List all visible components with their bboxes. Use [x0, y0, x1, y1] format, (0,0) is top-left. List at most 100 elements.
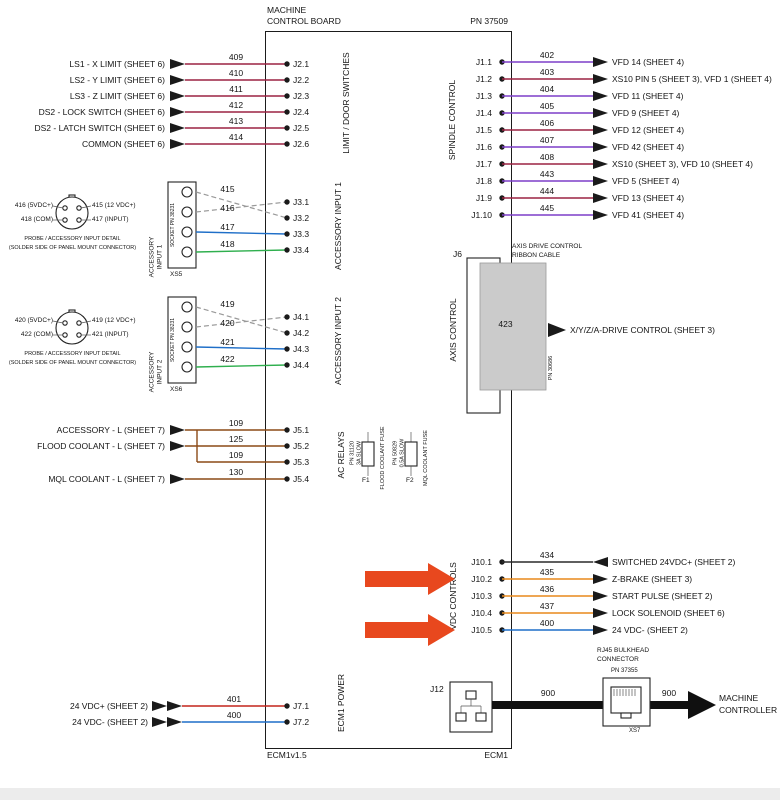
bulkhead-label-line2: CONNECTOR [597, 656, 639, 663]
pin-label: J4.2 [293, 328, 310, 338]
pin-label: J10.4 [471, 608, 492, 618]
wire-number: 400 [539, 618, 555, 628]
signal-label: COMMON (SHEET 6) [82, 139, 165, 149]
din-pin-label: 416 (5VDC+) [14, 202, 53, 209]
din-pin-label: 420 (5VDC+) [14, 317, 53, 324]
socket-block-2-icon [167, 296, 197, 384]
pin-label: J3.1 [293, 197, 310, 207]
dest-label: VFD 42 (SHEET 4) [612, 142, 685, 152]
signal-label: LS2 - Y LIMIT (SHEET 6) [69, 75, 165, 85]
board-title-line2: CONTROL BOARD [267, 16, 341, 26]
wire-number: 109 [228, 418, 244, 428]
dest-label: START PULSE (SHEET 2) [612, 591, 713, 601]
din-connector-1-icon [52, 194, 92, 230]
pin-label: J1.2 [475, 74, 492, 84]
signal-label: MQL COOLANT - L (SHEET 7) [48, 474, 165, 484]
pin-label: J10.5 [471, 625, 492, 635]
wire-number: 413 [228, 116, 244, 126]
signal-label: LS1 - X LIMIT (SHEET 6) [69, 59, 165, 69]
ribbon-note-line1: AXIS DRIVE CONTROL [512, 243, 583, 250]
pin-label: J1.8 [475, 176, 492, 186]
dest-label: VFD 5 (SHEET 4) [612, 176, 680, 186]
accessory1-wires [195, 191, 290, 253]
dest-label: VFD 9 (SHEET 4) [612, 108, 680, 118]
dest-label: 24 VDC- (SHEET 2) [612, 625, 688, 635]
signal-label: ACCESSORY - L (SHEET 7) [56, 425, 165, 435]
limit-wires [170, 59, 290, 149]
din-caption: PROBE / ACCESSORY INPUT DETAIL [24, 351, 121, 357]
signal-label: DS2 - LATCH SWITCH (SHEET 6) [34, 123, 165, 133]
wire-number: 414 [228, 132, 244, 142]
din-caption: (SOLDER SIDE OF PANEL MOUNT CONNECTOR) [8, 360, 137, 366]
pin-label: J1.7 [475, 159, 492, 169]
wire-number: 109 [228, 450, 244, 460]
signal-label: 24 VDC+ (SHEET 2) [69, 701, 148, 711]
pin-label: J5.2 [293, 441, 310, 451]
pin-label: J2.1 [293, 59, 310, 69]
pin-label: J2.4 [293, 107, 310, 117]
wire-number: 416 [220, 203, 235, 213]
ribbon-note-line2: RIBBON CABLE [512, 252, 561, 259]
wire-number: 435 [539, 567, 555, 577]
fuse-f1-ref: F1 [362, 477, 370, 484]
wire-number: 423 [498, 319, 513, 329]
connector-label-j12: J12 [430, 684, 444, 694]
vdc-wires [499, 557, 608, 635]
power-wires [152, 701, 290, 727]
board-footer-right: ECM1 [484, 750, 508, 760]
pin-label: J1.4 [475, 108, 492, 118]
din-pin-label: 418 (COM) [20, 216, 53, 223]
wire-number: 403 [539, 67, 555, 77]
pin-label: J2.3 [293, 91, 310, 101]
highlight-arrow-1-icon [365, 563, 455, 595]
din-pin-label: 415 (12 VDC+) [92, 202, 136, 209]
wire-number: 406 [539, 118, 555, 128]
din-pin-label: 421 (INPUT) [92, 331, 129, 338]
dest-label: VFD 41 (SHEET 4) [612, 210, 685, 220]
axis-arrow-icon [548, 323, 566, 337]
dest-label: MACHINE [719, 693, 759, 703]
wire-number: 436 [539, 584, 555, 594]
dest-label: XS10 PIN 5 (SHEET 3), VFD 1 (SHEET 4) [612, 74, 772, 84]
pin-label: J1.1 [475, 57, 492, 67]
wire-number: 422 [220, 354, 235, 364]
pin-label: J5.3 [293, 457, 310, 467]
wire-number: 411 [229, 84, 243, 94]
wire-number: 900 [661, 688, 677, 698]
dest-label: VFD 13 (SHEET 4) [612, 193, 685, 203]
pin-label: J1.9 [475, 193, 492, 203]
board-title-line1: MACHINE [267, 5, 307, 15]
dest-label: CONTROLLER [719, 705, 778, 715]
din-caption: (SOLDER SIDE OF PANEL MOUNT CONNECTOR) [8, 245, 137, 251]
dest-label: VFD 12 (SHEET 4) [612, 125, 685, 135]
fuse-f2-icon [404, 432, 418, 476]
wire-number: 418 [220, 239, 235, 249]
dest-label: Z-BRAKE (SHEET 3) [612, 574, 693, 584]
din-caption: PROBE / ACCESSORY INPUT DETAIL [24, 236, 121, 242]
dest-label: SWITCHED 24VDC+ (SHEET 2) [612, 557, 736, 567]
wire-number: 420 [220, 318, 235, 328]
pin-label: J3.3 [293, 229, 310, 239]
board-pn: PN 37509 [470, 16, 508, 26]
pin-label: J5.1 [293, 425, 310, 435]
wire-number: 130 [228, 467, 244, 477]
dest-label: VFD 11 (SHEET 4) [612, 91, 684, 101]
dest-label: LOCK SOLENOID (SHEET 6) [612, 608, 725, 618]
dest-label: X/Y/Z/A-DRIVE CONTROL (SHEET 3) [570, 325, 715, 335]
socket-ref-label: XS5 [170, 271, 183, 278]
wire-number: 404 [539, 84, 555, 94]
pin-label: J10.3 [471, 591, 492, 601]
spindle-wires [499, 57, 608, 220]
wire-number: 405 [539, 101, 555, 111]
pin-label: J1.10 [471, 210, 492, 220]
page-edge [0, 788, 780, 800]
pin-label: J1.6 [475, 142, 492, 152]
pin-label: J5.4 [293, 474, 310, 484]
ethernet-cable [492, 691, 716, 719]
accessory2-wires [195, 306, 290, 368]
pin-label: J10.2 [471, 574, 492, 584]
fuse-f1-icon [361, 432, 375, 476]
lan-icon [455, 690, 487, 722]
